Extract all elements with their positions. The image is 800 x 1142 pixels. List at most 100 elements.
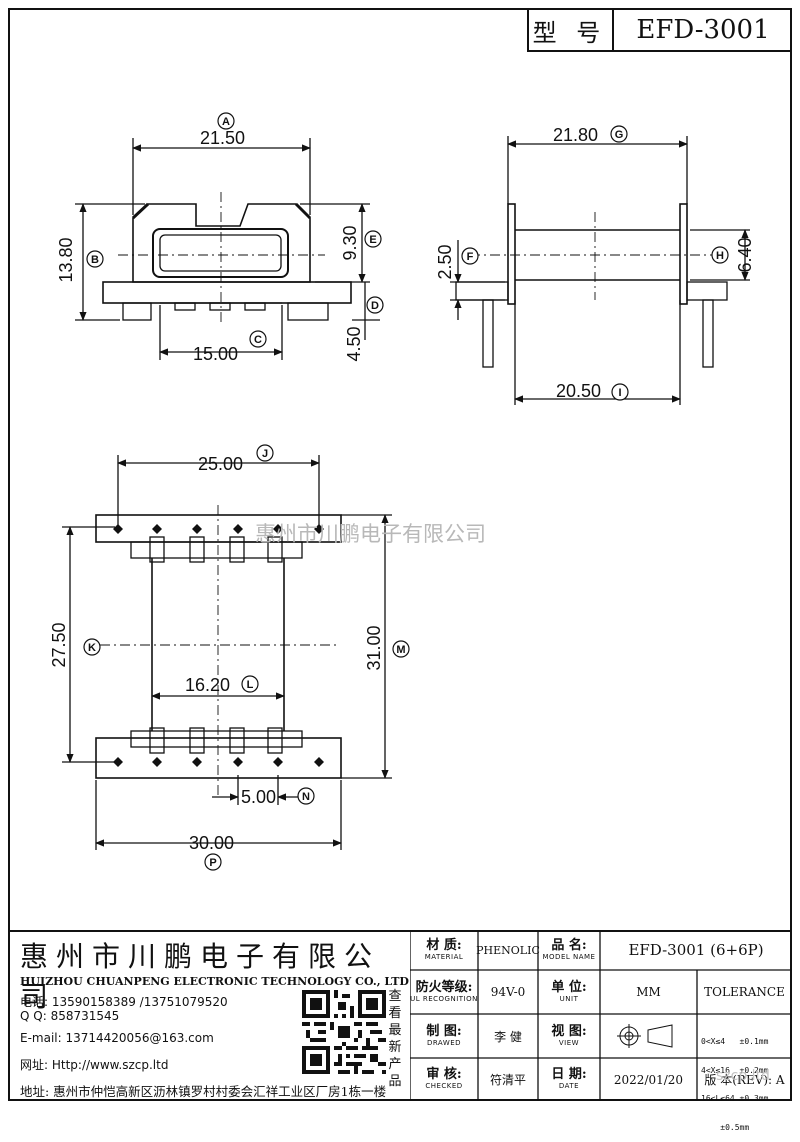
svg-text:N: N xyxy=(302,791,310,803)
title-block-grid xyxy=(410,930,792,1101)
svg-text:E: E xyxy=(369,234,376,246)
drawing-frame xyxy=(8,8,792,1101)
svg-text:L: L xyxy=(247,679,254,691)
svg-text:K: K xyxy=(88,642,96,654)
dim-B-value: 13.80 xyxy=(56,237,76,282)
dim-D-value: 4.50 xyxy=(344,326,364,361)
dim-A-value: 21.50 xyxy=(200,128,245,148)
flame-value-cell: 94V-0 xyxy=(478,970,538,1014)
date-label-cell: 日 期: DATE xyxy=(538,1058,600,1101)
phone: 电话: 13590158389 /13751079520 xyxy=(20,995,228,1009)
callout-H: H xyxy=(711,246,729,264)
dim-K-value: 27.50 xyxy=(49,622,69,667)
callout-A: A xyxy=(217,112,235,130)
svg-text:D: D xyxy=(371,300,379,312)
checked-label: 审 核: xyxy=(426,1067,462,1082)
dim-E-value: 9.30 xyxy=(340,225,360,260)
svg-text:I: I xyxy=(618,387,621,399)
callout-N: N xyxy=(297,787,315,805)
drawn-label-en: DRAWED xyxy=(426,1038,462,1047)
tolerance-label: TOLERANCE xyxy=(704,985,785,999)
dim-C-value: 15.00 xyxy=(193,344,238,364)
watermark: 惠州市川鹏电子有限公司 xyxy=(255,522,486,546)
view-label: 视 图: xyxy=(551,1023,587,1039)
material-value: PHENOLIC xyxy=(476,943,540,957)
drawn-label: 制 图: xyxy=(426,1023,462,1039)
company-name-en: HUIZHOU CHUANPENG ELECTRONIC TECHNOLOGY … xyxy=(20,975,409,988)
view-label-en: VIEW xyxy=(558,1038,580,1047)
title-block xyxy=(8,930,792,1101)
pin-markers xyxy=(113,524,324,767)
dim-L-value: 16.20 xyxy=(185,675,230,695)
qr-code xyxy=(302,990,386,1074)
dim-N-value: 5.00 xyxy=(241,787,276,807)
flame-label-en: UL RECOGNITION xyxy=(410,994,478,1003)
svg-text:C: C xyxy=(254,334,262,346)
callout-L: L xyxy=(241,675,259,693)
date-label: 日 期: xyxy=(551,1067,587,1082)
callout-P: P xyxy=(204,853,222,871)
callout-G: G xyxy=(610,125,628,143)
model-name-value: EFD-3001 (6+6P) xyxy=(628,941,764,959)
svg-text:M: M xyxy=(396,644,405,656)
callout-I: I xyxy=(611,383,629,401)
unit-label-en: UNIT xyxy=(559,994,579,1003)
callout-C: C xyxy=(249,330,267,348)
qq: Q Q: 858731545 xyxy=(20,1009,120,1023)
flame-label: 防火等级: xyxy=(415,979,473,995)
dim-G-value: 21.80 xyxy=(553,125,598,145)
model-name-label-en: MODEL NAME xyxy=(542,952,596,961)
checked-value: 符清平 xyxy=(489,1073,526,1087)
callout-E: E xyxy=(364,230,382,248)
checked-value-cell: 符清平 xyxy=(478,1058,538,1101)
drawn-value-cell: 李 健 xyxy=(478,1014,538,1058)
flame-label-cell: 防火等级: UL RECOGNITION xyxy=(410,970,478,1014)
revision-cell: 版 本(REV): A xyxy=(697,1058,792,1101)
tolerance-row-3: 16<L≤64 ±0.3mm xyxy=(701,1094,769,1103)
callout-B: B xyxy=(86,250,104,268)
date-label-en: DATE xyxy=(558,1082,580,1090)
tolerance-row-4: ±0.5mm xyxy=(701,1122,750,1132)
dim-H-value: 6.40 xyxy=(735,237,755,272)
front-view xyxy=(75,138,380,360)
flame-value: 94V-0 xyxy=(490,985,526,999)
svg-text:G: G xyxy=(615,129,624,141)
name-value-cell: EFD-3001 (6+6P) xyxy=(600,930,792,970)
material-label: 材 质: xyxy=(426,937,462,953)
svg-text:A: A xyxy=(222,116,230,128)
date-value: 2022/01/20 xyxy=(613,1072,684,1087)
checked-label-en: CHECKED xyxy=(425,1082,463,1090)
model-value: EFD-3001 xyxy=(636,15,770,45)
dim-I-value: 20.50 xyxy=(556,381,601,401)
model-divider xyxy=(612,8,614,52)
revision-label: 版 本(REV): A xyxy=(704,1073,785,1087)
dim-P-value: 30.00 xyxy=(189,833,234,853)
tolerance-cell: TOLERANCE xyxy=(697,970,792,1014)
callout-D: D xyxy=(366,296,384,314)
tolerance-row-2: 4<X≤16 ±0.2mm xyxy=(701,1065,769,1075)
svg-text:H: H xyxy=(716,250,724,262)
unit-value: MM xyxy=(636,985,661,999)
checked-label-cell: 审 核: CHECKED xyxy=(410,1058,478,1101)
view-label-cell: 视 图: VIEW xyxy=(538,1014,600,1058)
projection-symbol xyxy=(617,1024,673,1048)
name-label-cell: 品 名: MODEL NAME xyxy=(538,930,600,970)
callout-K: K xyxy=(83,638,101,656)
callout-J: J xyxy=(256,444,274,462)
callout-M: M xyxy=(392,640,410,658)
address: 地址: 惠州市仲恺高新区沥林镇罗村村委会汇祥工业区厂房1栋一楼 xyxy=(20,1084,387,1099)
drawn-value: 李 健 xyxy=(494,1029,522,1044)
company-name-cn: 惠州市川鹏电子有限公司 xyxy=(20,940,381,1013)
model-label: 型 号 xyxy=(532,18,607,47)
model-title-box xyxy=(527,8,792,52)
svg-text:J: J xyxy=(262,448,268,460)
tolerance-row-1: 0<X≤4 ±0.1mm xyxy=(701,1037,769,1046)
material-value-cell: PHENOLIC xyxy=(476,930,540,970)
callout-F: F xyxy=(461,247,479,265)
technical-drawing: 21.50 13.80 9.30 4.50 15.00 21.80 6.40 2… xyxy=(49,112,755,871)
site-watermark: szcp.ltd xyxy=(716,1068,770,1084)
unit-label-cell: 单 位: UNIT xyxy=(538,970,600,1014)
date-value-cell: 2022/01/20 xyxy=(600,1058,697,1101)
website: 网址: Http://www.szcp.ltd xyxy=(20,1058,169,1072)
material-label-cell: 材 质: MATERIAL xyxy=(410,930,478,970)
